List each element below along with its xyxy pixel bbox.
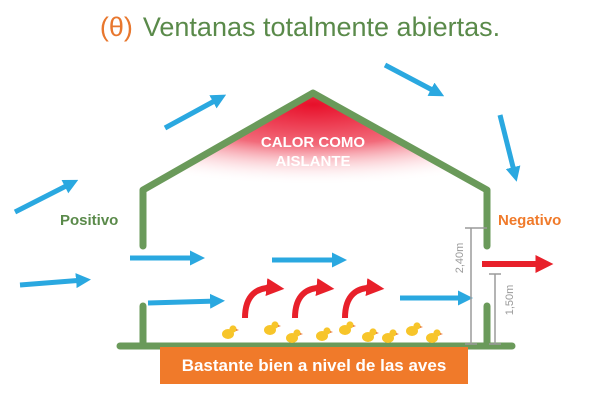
chick-icon bbox=[339, 321, 356, 335]
red-curved-arrow-icon bbox=[292, 278, 335, 319]
blue-arrow-icon bbox=[163, 94, 227, 131]
roof-heat-gradient bbox=[140, 95, 487, 190]
birds bbox=[222, 321, 443, 343]
chick-icon bbox=[426, 329, 443, 343]
barn-roof-left-wall bbox=[139, 89, 491, 250]
roof-label-line2: AISLANTE bbox=[276, 153, 351, 170]
chick-icon bbox=[382, 329, 399, 343]
red-curved-arrow-icon bbox=[242, 278, 285, 319]
bottom-banner: Bastante bien a nivel de las aves bbox=[160, 347, 468, 384]
height-total-label: 2,40m bbox=[454, 243, 466, 274]
chick-icon bbox=[222, 325, 239, 339]
positive-label: Positivo bbox=[60, 212, 118, 229]
blue-arrow-icon bbox=[147, 293, 225, 309]
title-symbol: (θ) bbox=[99, 12, 133, 42]
blue-arrow-icon bbox=[13, 179, 79, 215]
blue-arrow-icon bbox=[19, 273, 91, 289]
roof-label-line1: CALOR COMO bbox=[261, 134, 365, 151]
diagram-title: (θ) Ventanas totalmente abiertas. bbox=[0, 12, 600, 43]
red-curved-arrow-icon bbox=[342, 278, 385, 319]
dimension-lines bbox=[465, 227, 501, 345]
blue-arrow-icon bbox=[497, 114, 521, 182]
title-text: Ventanas totalmente abiertas. bbox=[142, 12, 501, 42]
chick-icon bbox=[316, 327, 333, 341]
blue-arrow-icon bbox=[383, 62, 445, 97]
chick-icon bbox=[264, 321, 281, 335]
chick-icon bbox=[286, 329, 303, 343]
height-window-label: 1,50m bbox=[504, 285, 516, 316]
barn-structure bbox=[116, 89, 516, 350]
hot-air-arrows bbox=[242, 255, 554, 319]
negative-label: Negativo bbox=[498, 212, 561, 229]
air-flow-arrows bbox=[13, 62, 521, 309]
chick-icon bbox=[362, 328, 379, 342]
chick-icon bbox=[406, 322, 423, 336]
